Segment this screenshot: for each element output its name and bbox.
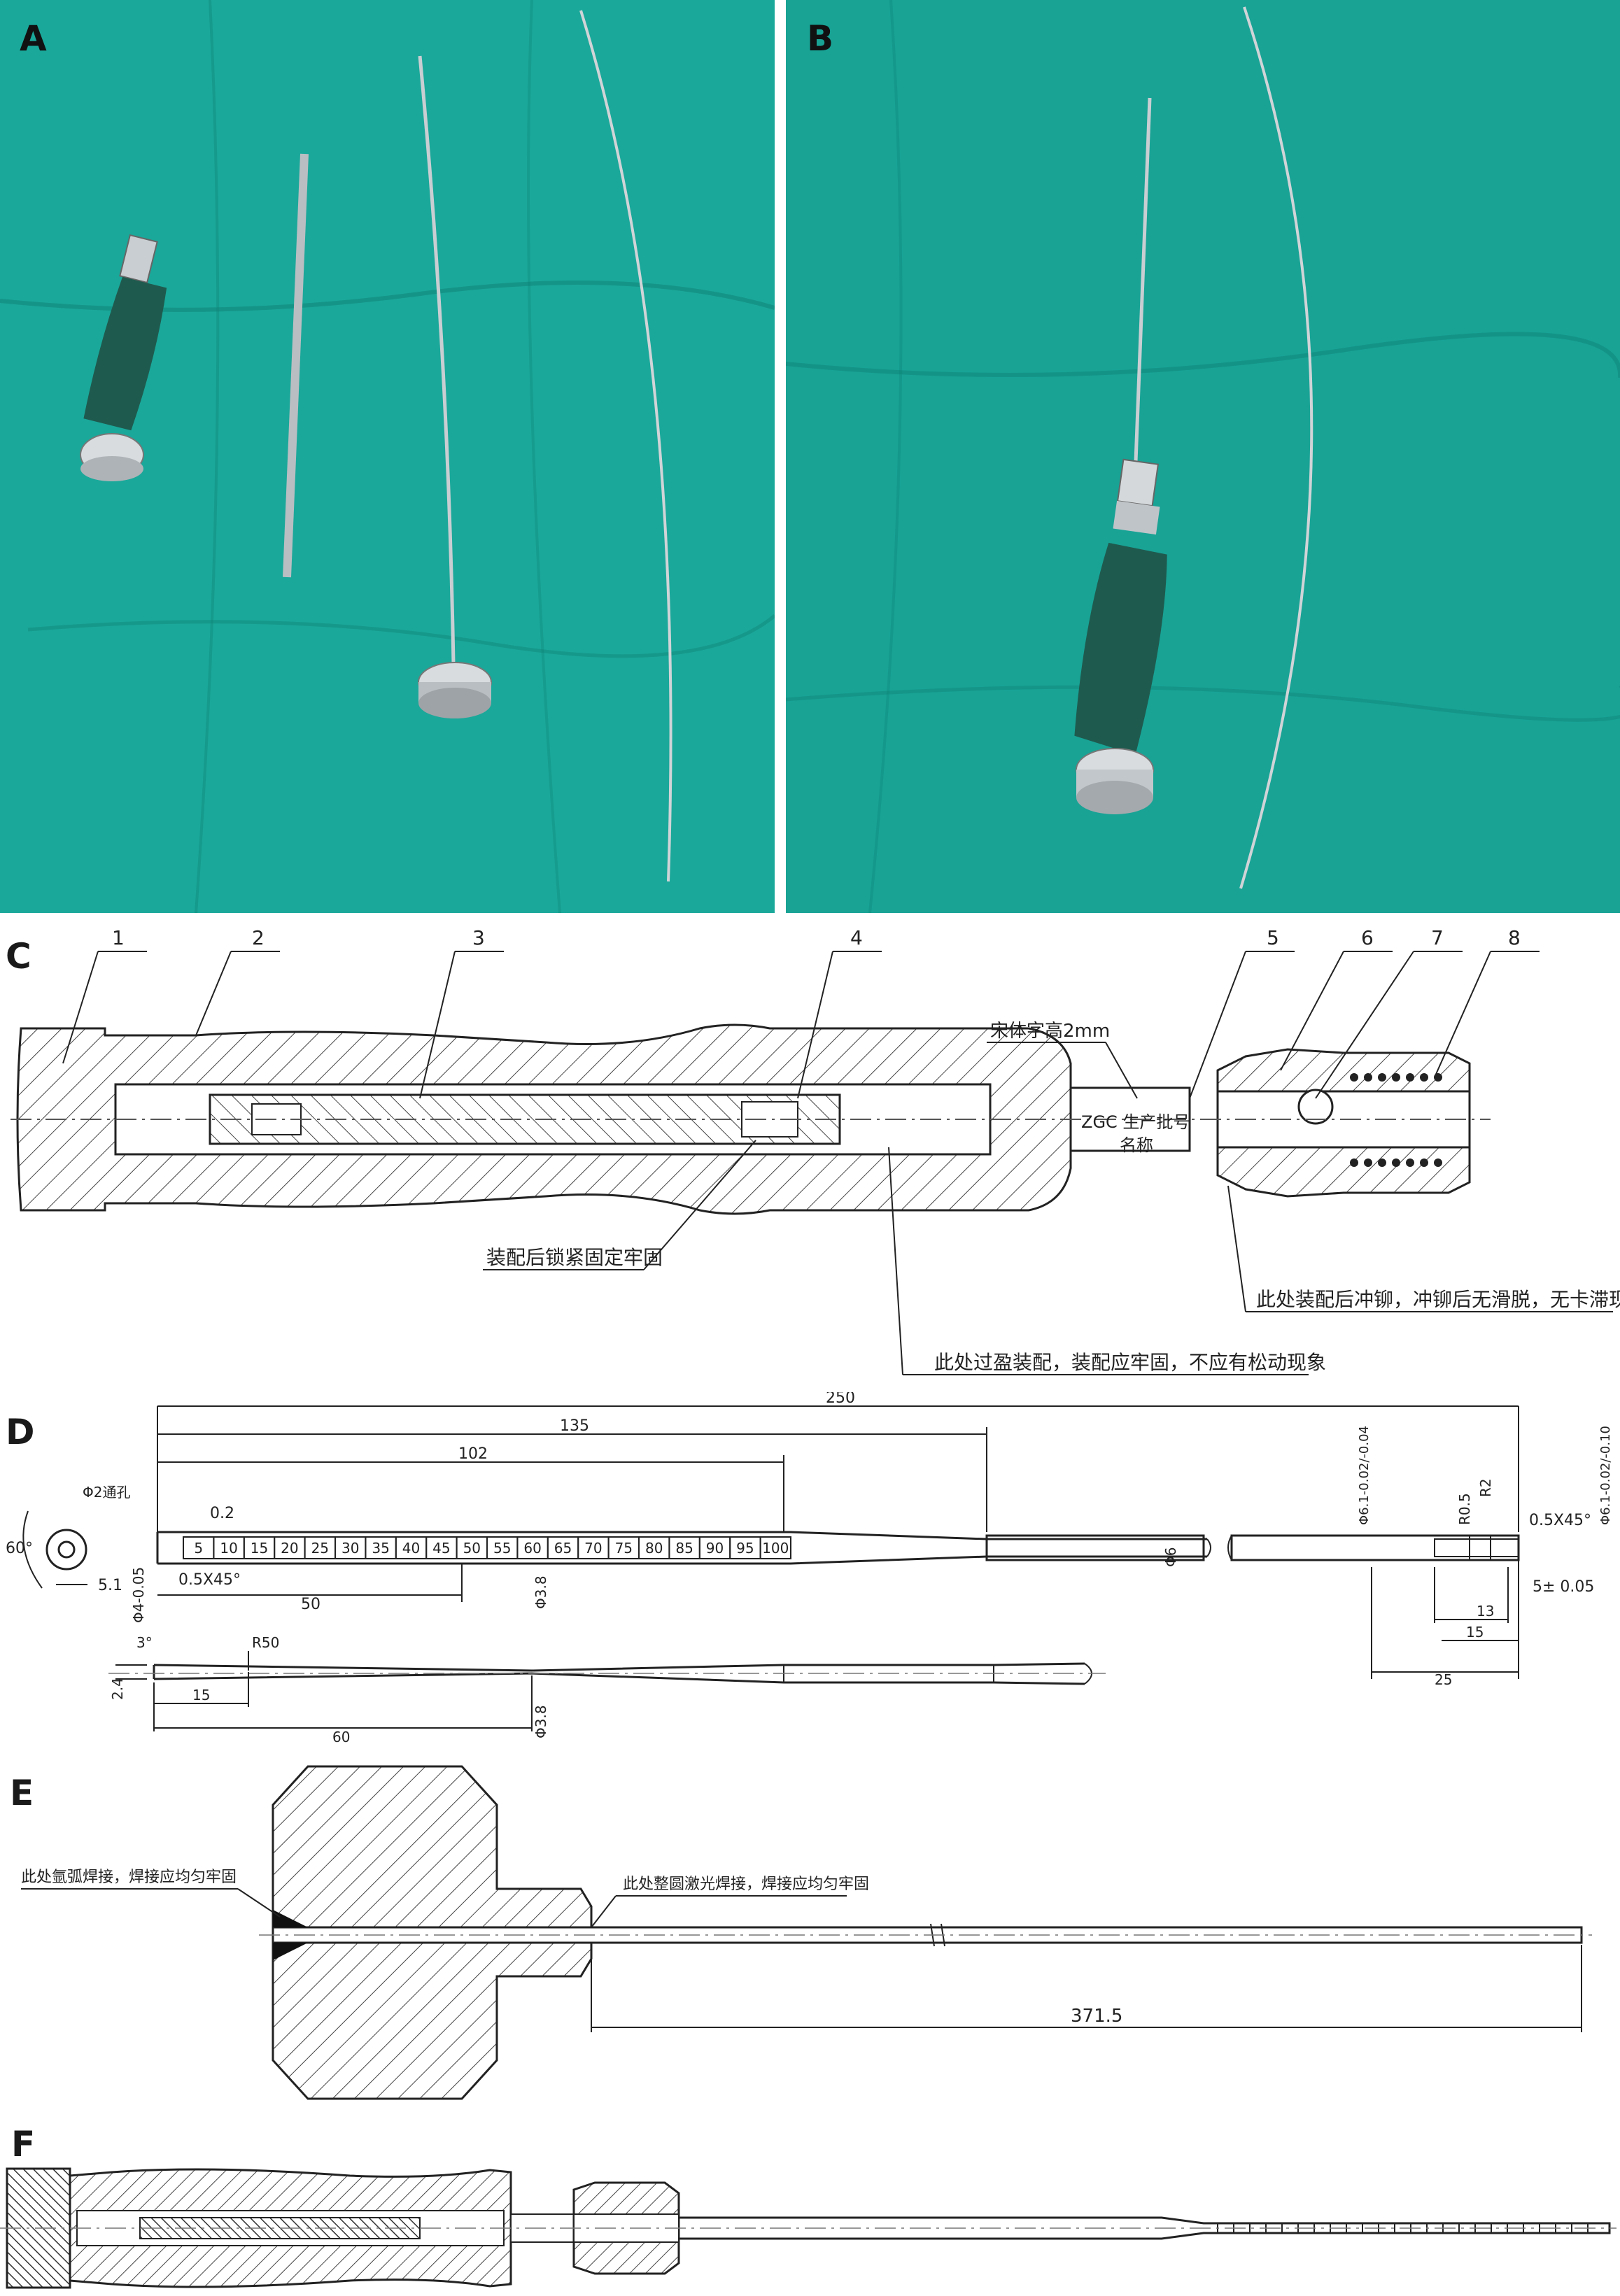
scale-mark-label: 45 [432, 1540, 450, 1557]
drawing-e-svg: 此处氩弧焊接，焊接应均匀牢固 此处整圆激光焊接，焊接应均匀牢固 371.5 [21, 1765, 1592, 2100]
drawing-panel-d: 60° Φ2通孔 5.1 5 10 15 20 25 30 35 40 45 50 55 60 65 70… [0, 1389, 1620, 1763]
part-number-5: 5 [1267, 926, 1279, 949]
end-view-outer [45, 1529, 87, 1571]
scale-mark-label: 85 [675, 1540, 693, 1557]
photo-a-illustration [0, 0, 775, 913]
lower-3deg: 3° [136, 1634, 153, 1651]
part-number-7: 7 [1431, 926, 1444, 949]
panel-label-c: C [6, 936, 31, 977]
scale-mark-label: 95 [736, 1540, 754, 1557]
panel-label-a: A [20, 18, 47, 59]
part-number-4: 4 [850, 926, 863, 949]
dim-13: 13 [1477, 1603, 1494, 1620]
weld-top [273, 1910, 308, 1927]
dim-250: 250 [826, 1392, 855, 1407]
scale-mark-label: 75 [615, 1540, 633, 1557]
dim-d2-through: Φ2通孔 [83, 1484, 130, 1501]
lower-15: 15 [192, 1687, 210, 1703]
part-number-3: 3 [472, 926, 485, 949]
dim-d3-8: Φ3.8 [533, 1575, 549, 1609]
lower-d3-8: Φ3.8 [533, 1705, 549, 1738]
drawing-panel-e: 此处氩弧焊接，焊接应均匀牢固 此处整圆激光焊接，焊接应均匀牢固 371.5 E [0, 1756, 1620, 2120]
scale-mark-label: 35 [372, 1540, 389, 1557]
scale-mark-label: 20 [281, 1540, 298, 1557]
drawing-d-profile-svg: 3° R50 2.4 15 60 Φ3.8 [108, 1634, 1106, 1745]
photo-panel-b: B [786, 0, 1620, 913]
engraving-line-2: 名称 [1120, 1135, 1153, 1155]
scale-mark-label: 60 [523, 1540, 541, 1557]
spring-coil [1350, 1073, 1442, 1167]
scale-mark-label: 10 [220, 1540, 237, 1557]
photo-panel-a: A [0, 0, 775, 913]
drawing-c-svg: 1 2 3 4 5 6 7 8 宋体字高2mm ZGC 生产批号 名称 装配后锁… [10, 926, 1620, 1375]
wire-photo-b [1239, 6, 1313, 889]
assembled-instrument-photo [1074, 97, 1167, 814]
note-laser-weld: 此处整圆激光焊接，焊接应均匀牢固 [623, 1876, 869, 1893]
handle-photo [80, 234, 167, 481]
scale-mark-label: 90 [706, 1540, 724, 1557]
note-font-size: 宋体字高2mm [990, 1021, 1110, 1042]
dim-0-2: 0.2 [210, 1505, 234, 1522]
lower-r50: R50 [252, 1634, 279, 1651]
panel-label-b: B [807, 18, 834, 59]
part-number-6: 6 [1361, 926, 1374, 949]
scale-mark-label: 25 [311, 1540, 329, 1557]
drawing-panel-d-profile: 3° R50 2.4 15 60 Φ3.8 [0, 1623, 1620, 1749]
scale-mark-label: 80 [645, 1540, 663, 1557]
dim-135: 135 [560, 1417, 589, 1435]
scale-mark-label: 30 [341, 1540, 359, 1557]
note-rivet: 此处装配后冲铆，冲铆后无滑脱，无卡滞现象 [1256, 1288, 1620, 1311]
dim-d6: Φ6 [1162, 1547, 1179, 1567]
scale-cell [759, 1536, 791, 1559]
scale-mark-label: 65 [554, 1540, 572, 1557]
photo-b-illustration [786, 0, 1620, 913]
lower-60: 60 [332, 1729, 350, 1745]
dim-60deg: 60° [6, 1540, 33, 1557]
dim-15: 15 [1466, 1624, 1484, 1640]
part-number-8: 8 [1508, 926, 1521, 949]
drawing-f-svg [0, 2167, 1617, 2289]
drawing-panel-c: 1 2 3 4 5 6 7 8 宋体字高2mm ZGC 生产批号 名称 装配后锁… [0, 923, 1620, 1385]
note-argon-weld: 此处氩弧焊接，焊接应均匀牢固 [21, 1869, 237, 1886]
panel-label-f: F [11, 2124, 36, 2164]
needle-cap-photo [418, 55, 492, 718]
drawing-panel-f: F [0, 2127, 1620, 2293]
dim-chamfer-left: 0.5X45° [178, 1571, 241, 1589]
dim-5-1: 5.1 [98, 1577, 122, 1594]
panel-label-d: D [6, 1412, 35, 1452]
drawing-d-svg: 60° Φ2通孔 5.1 5 10 15 20 25 30 35 40 45 50 55 60 65 70… [6, 1389, 1613, 1688]
scale-mark-label: 5 [194, 1540, 203, 1557]
dim-r0-5: R0.5 [1456, 1493, 1473, 1525]
part-number-2: 2 [252, 926, 265, 949]
inner-tube-section [209, 1093, 841, 1145]
dim-371-5: 371.5 [1071, 2006, 1122, 2027]
note-lock-tight: 装配后锁紧固定牢固 [486, 1246, 663, 1269]
dim-5-tol: 5± 0.05 [1533, 1578, 1594, 1596]
part-number-1: 1 [112, 926, 125, 949]
dim-d6-tol: Φ6.1-0.02/-0.04 [1357, 1426, 1372, 1525]
dim-25: 25 [1435, 1671, 1452, 1688]
panel-label-e: E [10, 1773, 34, 1813]
ball-detent [1297, 1089, 1334, 1125]
scale-mark-label: 70 [584, 1540, 602, 1557]
wire-photo [579, 10, 672, 882]
engraving-line-1: ZGC 生产批号 [1081, 1112, 1190, 1132]
dim-r2: R2 [1477, 1478, 1494, 1497]
scale-mark-label: 55 [493, 1540, 511, 1557]
dim-d4: Φ4-0.05 [130, 1567, 147, 1623]
scale-mark-label: 50 [463, 1540, 481, 1557]
weld-bottom [273, 1943, 308, 1960]
dim-50: 50 [301, 1596, 321, 1613]
note-interference-fit: 此处过盈装配，装配应牢固，不应有松动现象 [934, 1351, 1326, 1374]
dim-102: 102 [458, 1445, 488, 1463]
scale-marks: 5 10 15 20 25 30 35 40 45 50 55 60 65 70 75 80 85 90 95 100 [183, 1536, 791, 1559]
dim-d6-tol2: Φ6.1-0.02/-0.10 [1598, 1426, 1613, 1525]
lower-2-4: 2.4 [109, 1678, 126, 1700]
scale-mark-label: 100 [762, 1540, 789, 1557]
rod-photo [283, 153, 309, 578]
scale-mark-label: 15 [251, 1540, 268, 1557]
scale-mark-label: 40 [402, 1540, 420, 1557]
dim-chamfer-right: 0.5X45° [1529, 1512, 1591, 1529]
